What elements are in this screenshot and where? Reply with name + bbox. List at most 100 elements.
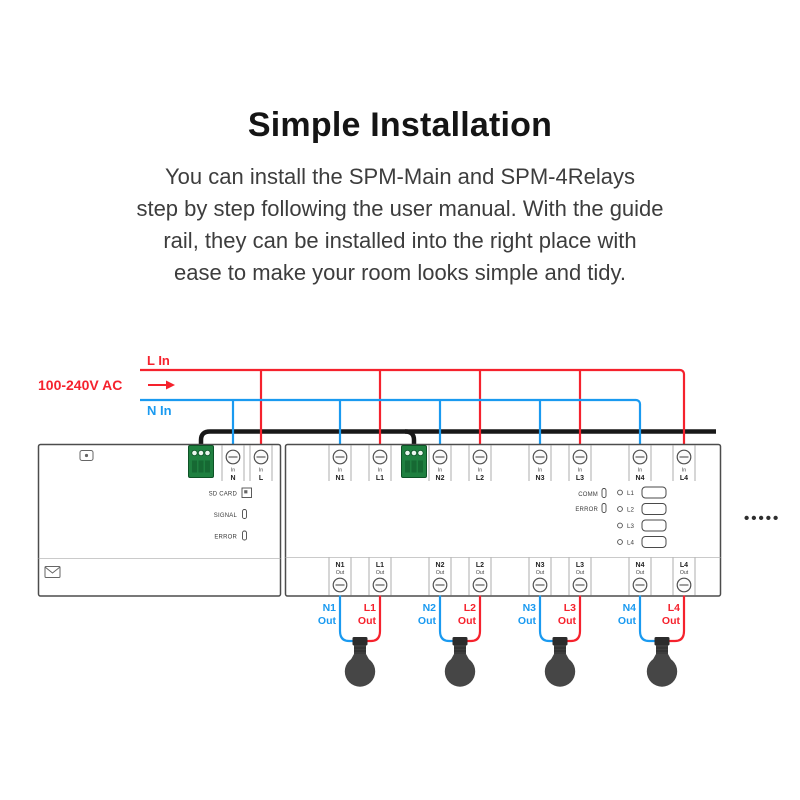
comm-cable — [198, 429, 716, 444]
envelope-icon — [44, 566, 61, 578]
bulb-holder — [552, 637, 568, 646]
terminal-caption: In — [682, 468, 686, 474]
cable-branch — [404, 429, 417, 444]
terminal-name: L4 — [680, 562, 688, 569]
n-in-label: N In — [147, 403, 172, 418]
terminal-l2-out: L2 Out — [468, 557, 492, 596]
terminal-name: L2 — [476, 562, 484, 569]
signal-led-icon — [242, 509, 247, 519]
terminal-n1-in: In N1 — [328, 445, 352, 482]
terminal-caption: Out — [636, 570, 645, 576]
terminal-caption: Out — [436, 570, 445, 576]
continuation-dots: ••••• — [744, 510, 780, 527]
connector-screw — [404, 449, 411, 457]
terminal-l-in: In L — [249, 445, 273, 482]
channel-row-l1: L1 — [617, 486, 667, 499]
output-n-label: N3 — [523, 602, 537, 614]
connector-clamp — [418, 460, 423, 473]
neutral-bus — [140, 398, 642, 444]
channel-label: L4 — [627, 540, 634, 547]
channel-row-l3: L3 — [617, 519, 667, 532]
terminal-caption: In — [478, 468, 482, 474]
terminal-caption: Out — [680, 570, 689, 576]
terminal-caption: In — [231, 468, 235, 474]
logo-dot — [84, 453, 89, 458]
terminal-caption: In — [538, 468, 542, 474]
cable-trunk — [198, 429, 716, 444]
channel-label: L3 — [627, 523, 634, 530]
spm-4relays-device: In N1 In L1 — [284, 443, 722, 597]
output-l-caption: Out — [662, 615, 681, 627]
terminal-name: N3 — [536, 562, 545, 569]
neutral-out-wire — [438, 595, 453, 643]
channel-button — [641, 503, 667, 515]
terminal-caption: Out — [536, 570, 545, 576]
bulb-holder — [352, 637, 368, 646]
output-n-label: N2 — [423, 602, 437, 614]
output-l-label: L1 — [364, 602, 376, 614]
terminal-l2-in: In L2 — [468, 445, 492, 482]
output-l-label: L3 — [564, 602, 576, 614]
live-supply-wires — [140, 368, 686, 444]
sd-card-indicator: SD CARD — [209, 487, 252, 498]
output-n-caption: Out — [518, 615, 537, 627]
terminal-n4-in: In N4 — [628, 445, 652, 482]
connector-screw — [204, 449, 211, 457]
spm-4relays-body — [284, 443, 722, 597]
l-in-label: L In — [147, 353, 170, 368]
terminal-caption: In — [438, 468, 442, 474]
bulb-screw-base — [354, 645, 366, 654]
terminal-name: N1 — [336, 475, 345, 482]
arrow-head-icon — [166, 380, 175, 390]
rs485-connector — [188, 445, 214, 478]
output-l-caption: Out — [358, 615, 377, 627]
terminal-caption: In — [578, 468, 582, 474]
terminal-name: L3 — [576, 562, 584, 569]
error-led-icon — [242, 530, 247, 541]
output-l-caption: Out — [558, 615, 577, 627]
bulb-holder — [654, 637, 670, 646]
connector-clamp — [405, 460, 410, 473]
bulb-screw-base — [554, 645, 566, 654]
terminal-n2-out: N2 Out — [428, 557, 452, 596]
live-bus — [140, 368, 686, 444]
bulb-globe — [646, 656, 678, 687]
page-title: Simple Installation — [247, 106, 553, 144]
channel-button — [641, 519, 667, 532]
terminal-name: N2 — [436, 475, 445, 482]
envelope-frame — [44, 566, 61, 578]
connector-screw — [410, 449, 418, 457]
bulb-globe — [544, 656, 576, 687]
channel-button — [641, 536, 667, 548]
sd-card-inner — [244, 490, 248, 494]
terminal-l3-in: In L3 — [568, 445, 592, 482]
output-n-caption: Out — [418, 615, 437, 627]
output-circuit-3: N3 Out L3 Out — [518, 595, 582, 687]
channel-label: L2 — [627, 507, 634, 514]
terminal-l1-in: In L1 — [368, 445, 392, 482]
terminal-name: N4 — [636, 475, 645, 482]
connector-clamp — [192, 460, 197, 473]
terminal-l4-in: In L4 — [672, 445, 696, 482]
channel-row-l4: L4 — [617, 536, 667, 548]
terminal-caption: In — [259, 468, 263, 474]
output-l-label: L4 — [668, 602, 680, 614]
light-bulb — [344, 637, 376, 687]
header: Simple Installation You can install the … — [0, 0, 800, 289]
terminal-l4-out: L4 Out — [672, 557, 696, 596]
page-description: You can install the SPM-Main and SPM-4Re… — [70, 161, 730, 289]
terminal-n1-out: N1 Out — [328, 557, 352, 596]
terminal-l1-out: L1 Out — [368, 557, 392, 596]
terminal-name: N — [230, 475, 235, 482]
bulb-globe — [344, 656, 376, 687]
channel-led-icon — [617, 539, 623, 545]
description-line: ease to make your room looks simple and … — [173, 260, 627, 285]
wiring-diagram: L In N In 100-240V AC — [37, 353, 780, 687]
output-circuit-4: N4 Out L4 Out — [618, 595, 686, 687]
indicator-label: SD CARD — [209, 492, 238, 498]
connector-screw — [197, 449, 205, 457]
terminal-caption: In — [338, 468, 342, 474]
connector-screw — [191, 449, 198, 457]
description-line: step by step following the user manual. … — [136, 196, 664, 221]
